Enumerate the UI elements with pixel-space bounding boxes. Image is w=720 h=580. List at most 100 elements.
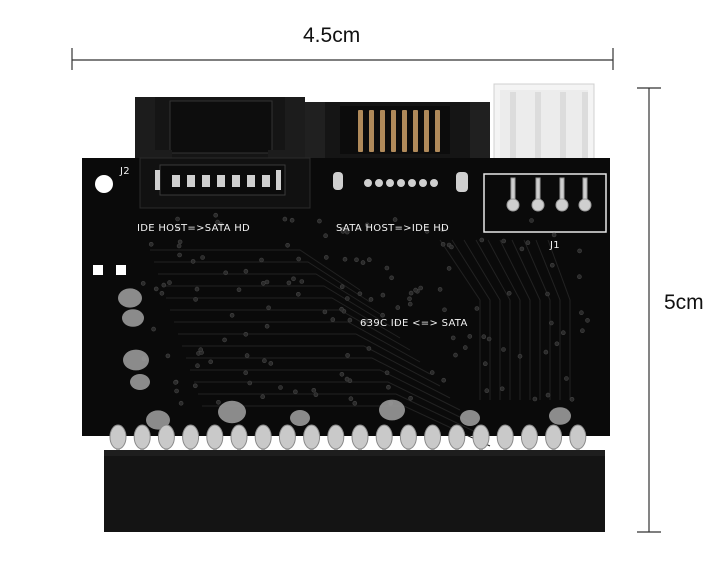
via	[408, 290, 414, 296]
via	[173, 380, 178, 385]
via	[200, 255, 205, 260]
via	[386, 384, 391, 390]
power-pin	[380, 110, 385, 152]
via	[363, 319, 368, 324]
power-pin	[413, 110, 418, 152]
via	[244, 353, 250, 358]
via	[413, 287, 418, 293]
ide-pin	[351, 424, 369, 450]
label-j2: J2	[119, 166, 130, 177]
via	[360, 260, 366, 265]
via	[165, 353, 171, 359]
via	[193, 383, 198, 389]
ide-pin	[206, 424, 224, 450]
pcb-trace	[535, 239, 561, 400]
via	[467, 334, 473, 339]
ide-pin	[472, 424, 490, 450]
via	[148, 242, 154, 247]
via	[453, 352, 458, 358]
via	[167, 280, 172, 285]
via	[446, 266, 452, 271]
height-dimension-label: 5cm	[664, 291, 704, 314]
molex-pin	[582, 177, 588, 201]
via	[548, 320, 554, 326]
via	[450, 335, 456, 341]
via	[295, 291, 301, 297]
sata-data-pad	[187, 175, 195, 187]
ide-pin	[109, 424, 127, 450]
via	[264, 279, 270, 285]
solder-blob	[118, 288, 142, 308]
via	[268, 361, 274, 366]
ide-pin	[399, 424, 417, 450]
via	[380, 312, 385, 318]
via	[462, 345, 468, 350]
via	[366, 257, 372, 263]
pcb-trace	[499, 239, 531, 400]
via	[585, 318, 590, 323]
label-ide-host-sata-hd: IDE HOST=>SATA HD	[137, 223, 250, 234]
via	[545, 392, 551, 398]
via	[344, 376, 350, 382]
solder-blob	[460, 410, 480, 426]
via	[153, 286, 159, 292]
via	[344, 229, 350, 235]
via	[501, 238, 507, 244]
molex-pin	[535, 177, 541, 201]
power-pad	[397, 179, 405, 187]
power-pin	[402, 110, 407, 152]
via	[564, 376, 569, 381]
pcb-trace	[439, 239, 481, 400]
via	[395, 305, 401, 310]
solder-blob	[218, 400, 246, 424]
solder-blob	[123, 349, 149, 371]
via	[247, 380, 253, 386]
via	[178, 400, 184, 406]
via	[384, 370, 390, 376]
pcb-trace	[150, 249, 361, 291]
molex-solder-pad	[578, 198, 592, 212]
via	[484, 388, 490, 394]
via	[440, 242, 446, 247]
via	[407, 301, 413, 307]
via	[140, 281, 146, 286]
via	[529, 218, 534, 223]
pcb-trace	[186, 357, 451, 399]
via	[291, 276, 296, 282]
ide-pin	[520, 424, 538, 450]
via	[313, 392, 319, 398]
via	[299, 279, 305, 284]
via	[481, 334, 487, 340]
via	[262, 358, 267, 364]
via	[345, 353, 350, 358]
pcb-trace	[487, 239, 521, 400]
via	[243, 268, 249, 274]
via	[322, 309, 328, 315]
via	[339, 371, 345, 377]
solder-blob	[379, 399, 405, 421]
power-pad	[456, 172, 468, 192]
pcb-trace	[174, 321, 421, 363]
jumper-pad-2	[116, 265, 126, 275]
pcb-trace	[154, 261, 371, 303]
via	[264, 323, 270, 329]
jumper-pad-1	[93, 265, 103, 275]
ide-pin	[182, 424, 200, 450]
mounting-hole	[95, 175, 113, 193]
width-dimension-label: 4.5cm	[303, 24, 361, 47]
pcb-board	[82, 157, 610, 447]
via	[285, 243, 290, 248]
power-pin	[369, 110, 374, 152]
ide-pin	[424, 424, 442, 450]
power-pad	[419, 179, 427, 187]
via	[525, 240, 531, 245]
via	[408, 395, 413, 401]
via	[176, 243, 182, 249]
via	[501, 347, 506, 352]
via	[580, 328, 585, 334]
molex-slot	[535, 92, 541, 172]
via	[442, 307, 447, 313]
pcb-trace	[475, 239, 511, 400]
